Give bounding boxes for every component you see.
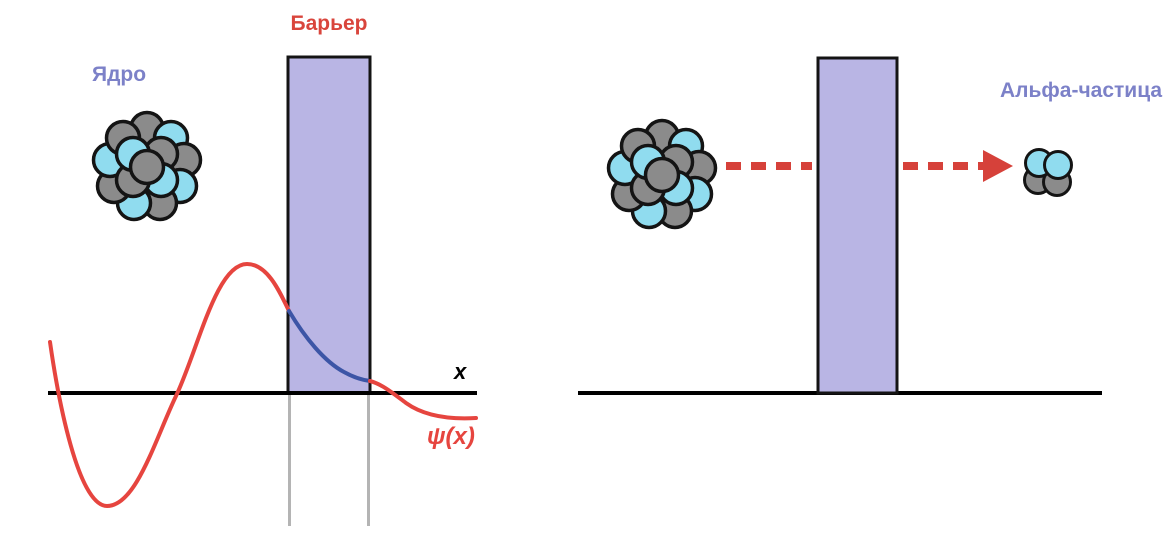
barrier-label: Барьер [290, 12, 368, 35]
wavefunction-curve-transmitted [368, 379, 478, 421]
wavefunction-curve-incident [48, 261, 291, 509]
left-panel-graphic [48, 55, 478, 526]
wavefunction-label: ψ(x) [427, 423, 475, 450]
alpha-particle-label: Альфа-частица [1000, 79, 1163, 102]
nucleus-illustration [606, 118, 718, 230]
potential-barrier-left [286, 55, 372, 395]
nucleus-illustration [91, 110, 203, 222]
wavefunction-curve-barrier [287, 309, 372, 383]
tunneling-arrow-head [983, 150, 1013, 182]
potential-barrier-right [816, 56, 899, 395]
x-axis-label: x [454, 359, 467, 384]
right-panel-graphic [578, 56, 1102, 395]
nucleus-label: Ядро [92, 63, 147, 86]
alpha-particle-illustration [1023, 148, 1073, 197]
